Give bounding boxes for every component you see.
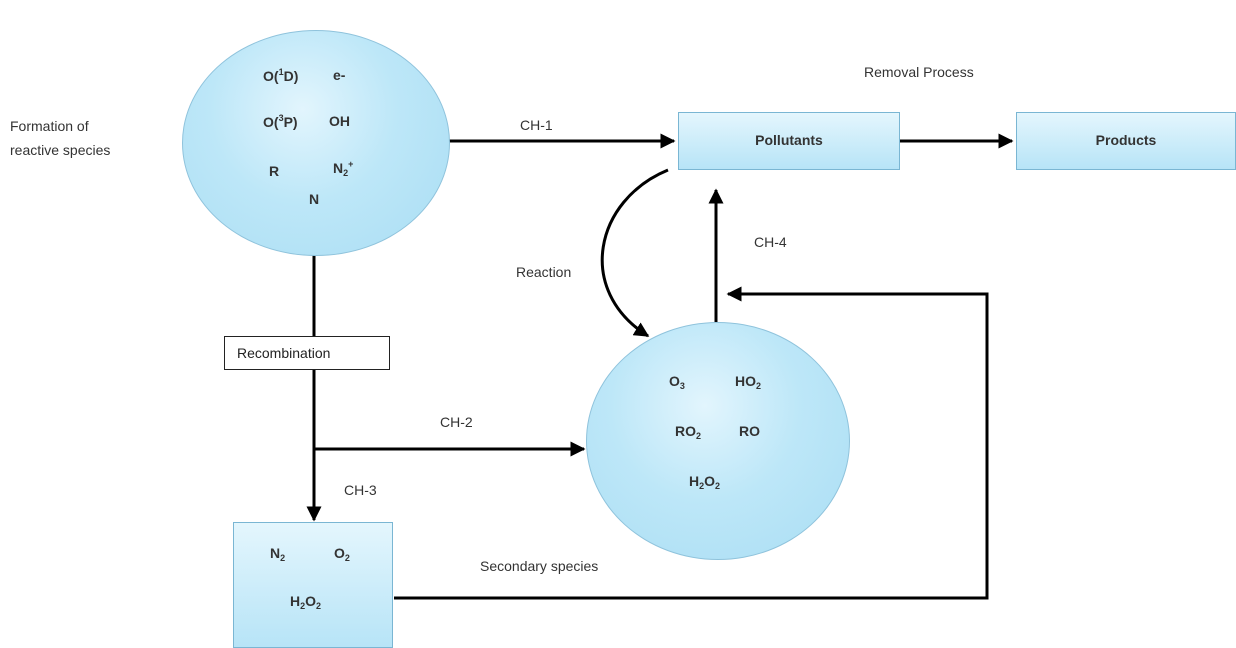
species-o1d: O(1D) (263, 67, 299, 84)
reactive-species-circle: O(1D) e- O(3P) OH R N2+ N (182, 30, 450, 256)
secondary-species-label: Secondary species (480, 558, 599, 574)
species-ho2: HO2 (735, 373, 762, 391)
formation-label-line1: Formation of (10, 118, 89, 134)
formation-label-line2: reactive species (10, 142, 111, 158)
arrow-secondary-species (394, 286, 989, 600)
species-oh: OH (329, 113, 350, 129)
recombination-box: Recombination (224, 336, 390, 370)
species-ro: RO (739, 423, 760, 439)
products-label: Products (1095, 132, 1157, 148)
pollutants-label: Pollutants (755, 132, 823, 148)
species-o3p: O(3P) (263, 113, 298, 130)
recombination-label: Recombination (237, 345, 331, 361)
species-o3: O3 (669, 373, 685, 391)
species-n: N (309, 191, 320, 207)
arrow-reaction (600, 168, 669, 338)
ch2-label: CH-2 (440, 414, 473, 430)
species-n2: N2 (270, 545, 286, 563)
ch1-label: CH-1 (520, 117, 553, 133)
species-ro2: RO2 (675, 423, 702, 441)
species-o2: O2 (334, 545, 350, 563)
ch3-label: CH-3 (344, 482, 377, 498)
species-electron: e- (333, 67, 346, 83)
products-box: Products (1016, 112, 1236, 170)
secondary-species-circle: O3 HO2 RO2 RO H2O2 (586, 322, 850, 560)
stable-species-box: N2 O2 H2O2 (233, 522, 393, 648)
species-n2-plus: N2+ (333, 159, 354, 178)
pollutants-box: Pollutants (678, 112, 900, 170)
species-r: R (269, 163, 280, 179)
removal-process-label: Removal Process (864, 64, 974, 80)
species-h2o2-stable: H2O2 (290, 593, 322, 611)
species-h2o2: H2O2 (689, 473, 721, 491)
ch4-label: CH-4 (754, 234, 787, 250)
reaction-label: Reaction (516, 264, 572, 280)
